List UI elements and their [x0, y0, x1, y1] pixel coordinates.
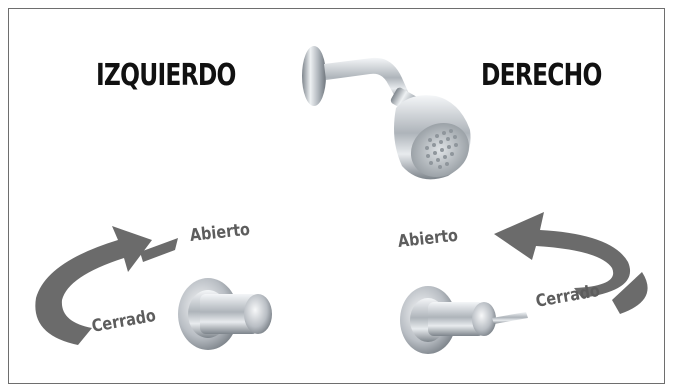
rotation-arrow-icon — [35, 226, 178, 345]
rotation-arrow-icon — [494, 212, 648, 314]
faucet-handle-icon — [178, 278, 272, 350]
faucet-handle-icon — [400, 286, 528, 354]
shower-head-icon — [302, 46, 471, 180]
left-heading: IZQUIERDO — [96, 58, 236, 93]
right-heading: DERECHO — [481, 58, 602, 93]
